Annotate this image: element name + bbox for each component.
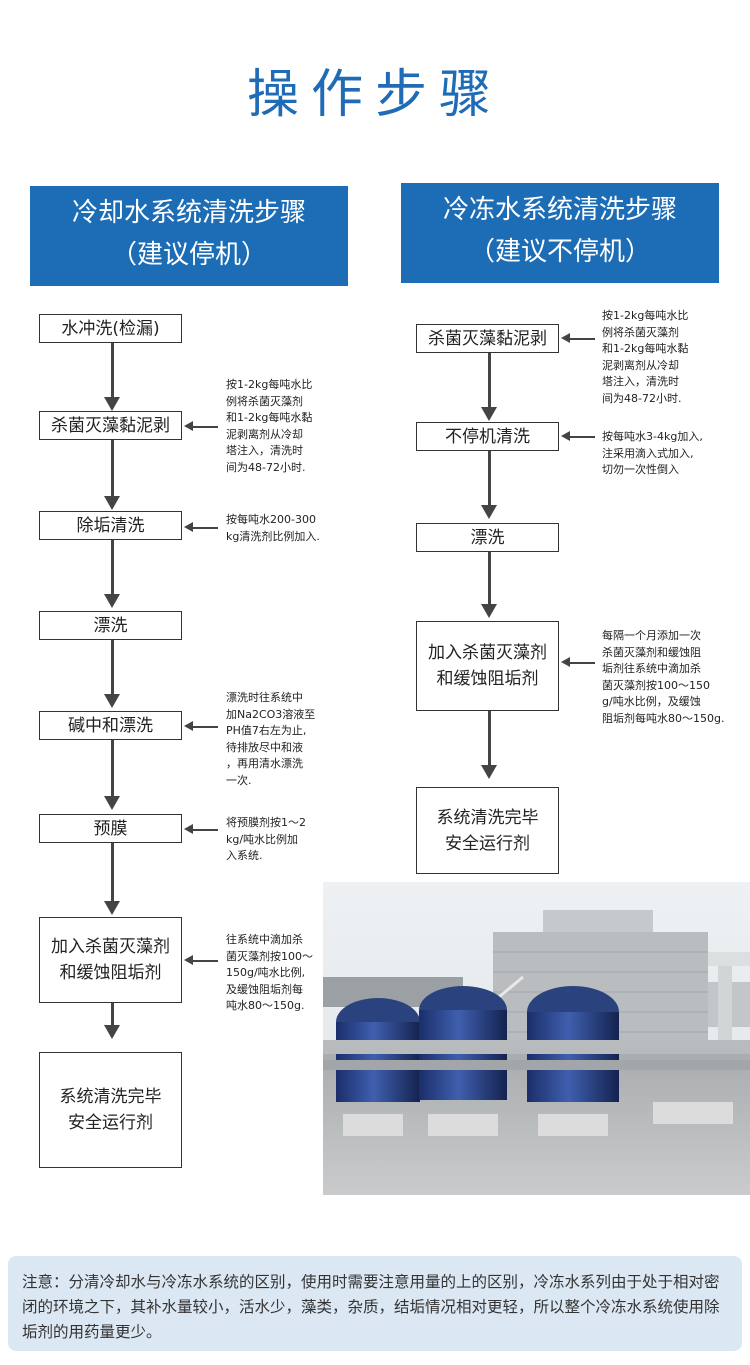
right-header-line1: 冷冻水系统清洗步骤 — [442, 195, 677, 225]
left-note-connector-3 — [190, 726, 218, 728]
left-arrowhead-2 — [104, 496, 120, 510]
right-note-add-agent: 每隔一个月添加一次 杀菌灭藻剂和缓蚀阻 垢剂往系统中滴加杀 菌灭藻剂按100～1… — [602, 629, 725, 725]
left-header: 冷却水系统清洗步骤 （建议停机） — [30, 186, 348, 286]
left-note-arrowhead-5 — [184, 955, 193, 965]
right-note-arrowhead-1 — [561, 333, 570, 343]
left-note-descale: 按每吨水200-300 kg清洗剂比例加入. — [226, 513, 320, 543]
left-step-rinse: 漂洗 — [39, 611, 182, 640]
left-step-sterilize: 杀菌灭藻黏泥剥 — [39, 411, 182, 440]
left-header-line1: 冷却水系统清洗步骤 — [71, 198, 306, 228]
left-step-prefilm: 预膜 — [39, 814, 182, 843]
right-header-line2: （建议不停机） — [468, 237, 651, 267]
footer-note: 注意：分清冷却水与冷冻水系统的区别，使用时需要注意用量的上的区别，冷冻水系列由于… — [8, 1256, 742, 1351]
left-note-connector-4 — [190, 829, 218, 831]
left-note-connector-2 — [190, 527, 218, 529]
left-step-complete: 系统清洗完毕 安全运行剂 — [39, 1052, 182, 1168]
left-arrowhead-6 — [104, 901, 120, 915]
page-title: 操作步骤 — [246, 65, 503, 125]
footer-note-text: 注意：分清冷却水与冷冻水系统的区别，使用时需要注意用量的上的区别，冷冻水系列由于… — [22, 1273, 720, 1341]
right-note-connector-3 — [567, 662, 595, 664]
left-step-add-agent: 加入杀菌灭藻剂 和缓蚀阻垢剂 — [39, 917, 182, 1003]
right-step-sterilize: 杀菌灭藻黏泥剥 — [416, 324, 559, 353]
left-header-line2: （建议停机） — [110, 240, 267, 270]
right-step-rinse: 漂洗 — [416, 523, 559, 552]
left-arrowhead-3 — [104, 594, 120, 608]
right-note-online-clean: 按每吨水3-4kg加入, 注采用滴入式加入, 切勿一次性倒入 — [602, 430, 703, 476]
left-note-add-agent: 往系统中滴加杀 菌灭藻剂按100～ 150g/吨水比例, 及缓蚀阻垢剂每 吨水8… — [226, 933, 313, 1012]
right-arrow-1 — [488, 353, 491, 409]
right-arrow-3 — [488, 552, 491, 606]
right-header: 冷冻水系统清洗步骤 （建议不停机） — [401, 183, 719, 283]
right-arrow-2 — [488, 451, 491, 507]
left-arrow-3 — [111, 540, 114, 596]
left-note-arrowhead-2 — [184, 522, 193, 532]
left-note-sterilize: 按1-2kg每吨水比 例将杀菌灭藻剂 和1-2kg每吨水黏 泥剥离剂从冷却 塔注… — [226, 378, 313, 474]
left-arrow-7 — [111, 1003, 114, 1027]
right-step-online-clean: 不停机清洗 — [416, 422, 559, 451]
right-note-arrowhead-2 — [561, 431, 570, 441]
cooling-tower-illustration — [323, 882, 750, 1195]
right-arrowhead-1 — [481, 407, 497, 421]
left-note-arrowhead-4 — [184, 824, 193, 834]
left-arrowhead-5 — [104, 796, 120, 810]
left-note-arrowhead-3 — [184, 721, 193, 731]
left-arrow-6 — [111, 843, 114, 903]
left-step-descale: 除垢清洗 — [39, 511, 182, 540]
right-arrowhead-2 — [481, 505, 497, 519]
left-arrow-1 — [111, 343, 114, 399]
left-arrowhead-4 — [104, 694, 120, 708]
right-note-sterilize: 按1-2kg每吨水比 例将杀菌灭藻剂 和1-2kg每吨水黏 泥剥离剂从冷却 塔注… — [602, 309, 689, 405]
left-note-connector-5 — [190, 960, 218, 962]
left-arrow-4 — [111, 640, 114, 696]
left-arrow-2 — [111, 440, 114, 498]
left-arrowhead-1 — [104, 397, 120, 411]
right-note-arrowhead-3 — [561, 657, 570, 667]
left-step-water-flush: 水冲洗(检漏) — [39, 314, 182, 343]
right-note-connector-2 — [567, 436, 595, 438]
left-arrowhead-7 — [104, 1025, 120, 1039]
left-note-neutralize: 漂洗时往系统中 加Na2CO3溶液至 PH值7右左为止, 待排放尽中和液 ，再用… — [226, 691, 316, 787]
left-step-neutralize: 碱中和漂洗 — [39, 711, 182, 740]
left-note-prefilm: 将预膜剂按1～2 kg/吨水比例加 入系统. — [226, 816, 306, 862]
right-arrow-4 — [488, 711, 491, 767]
right-step-add-agent: 加入杀菌灭藻剂 和缓蚀阻垢剂 — [416, 621, 559, 711]
left-note-connector-1 — [190, 426, 218, 428]
right-note-connector-1 — [567, 338, 595, 340]
left-note-arrowhead-1 — [184, 421, 193, 431]
right-arrowhead-3 — [481, 604, 497, 618]
right-step-complete: 系统清洗完毕 安全运行剂 — [416, 787, 559, 874]
cooling-tower-photo — [323, 882, 750, 1195]
right-arrowhead-4 — [481, 765, 497, 779]
left-arrow-5 — [111, 740, 114, 798]
